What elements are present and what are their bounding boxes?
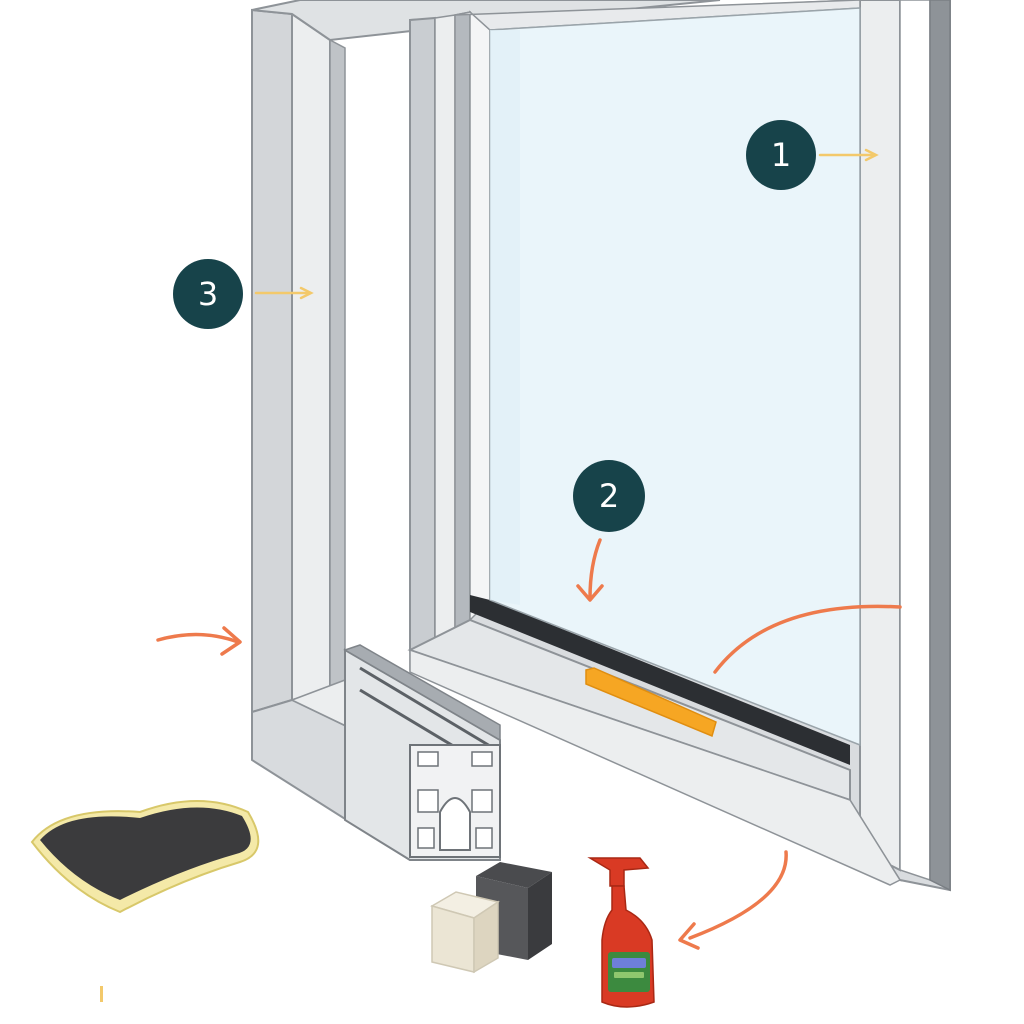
arrow-to-frame — [156, 632, 240, 644]
arrow-to-drain — [588, 538, 602, 600]
pointer-1-head — [864, 148, 879, 162]
spray-bottle-icon — [587, 857, 655, 1008]
cloth-icon — [30, 800, 260, 914]
orange-arrows — [156, 538, 902, 950]
arrow-to-spray — [688, 850, 788, 940]
callout-1: 1 — [746, 120, 816, 190]
frame-profile-cross-section — [343, 644, 501, 861]
arrow-to-spray-head — [678, 922, 700, 950]
arrow-sash-arc — [713, 604, 902, 674]
cloth-marker — [100, 986, 103, 1002]
pumice-block-icon — [430, 891, 500, 974]
callout-3: 3 — [173, 259, 243, 329]
drain-slot — [585, 667, 717, 738]
callout-2: 2 — [573, 460, 645, 532]
window-sash — [407, 0, 951, 892]
arrow-to-frame-head — [220, 626, 242, 656]
arrow-to-drain-head — [576, 584, 604, 602]
callout-3-label: 3 — [198, 275, 218, 313]
callout-2-label: 2 — [599, 477, 619, 515]
callout-pointers — [254, 148, 879, 300]
pointer-3-head — [299, 286, 314, 300]
callout-1-label: 1 — [771, 136, 791, 174]
